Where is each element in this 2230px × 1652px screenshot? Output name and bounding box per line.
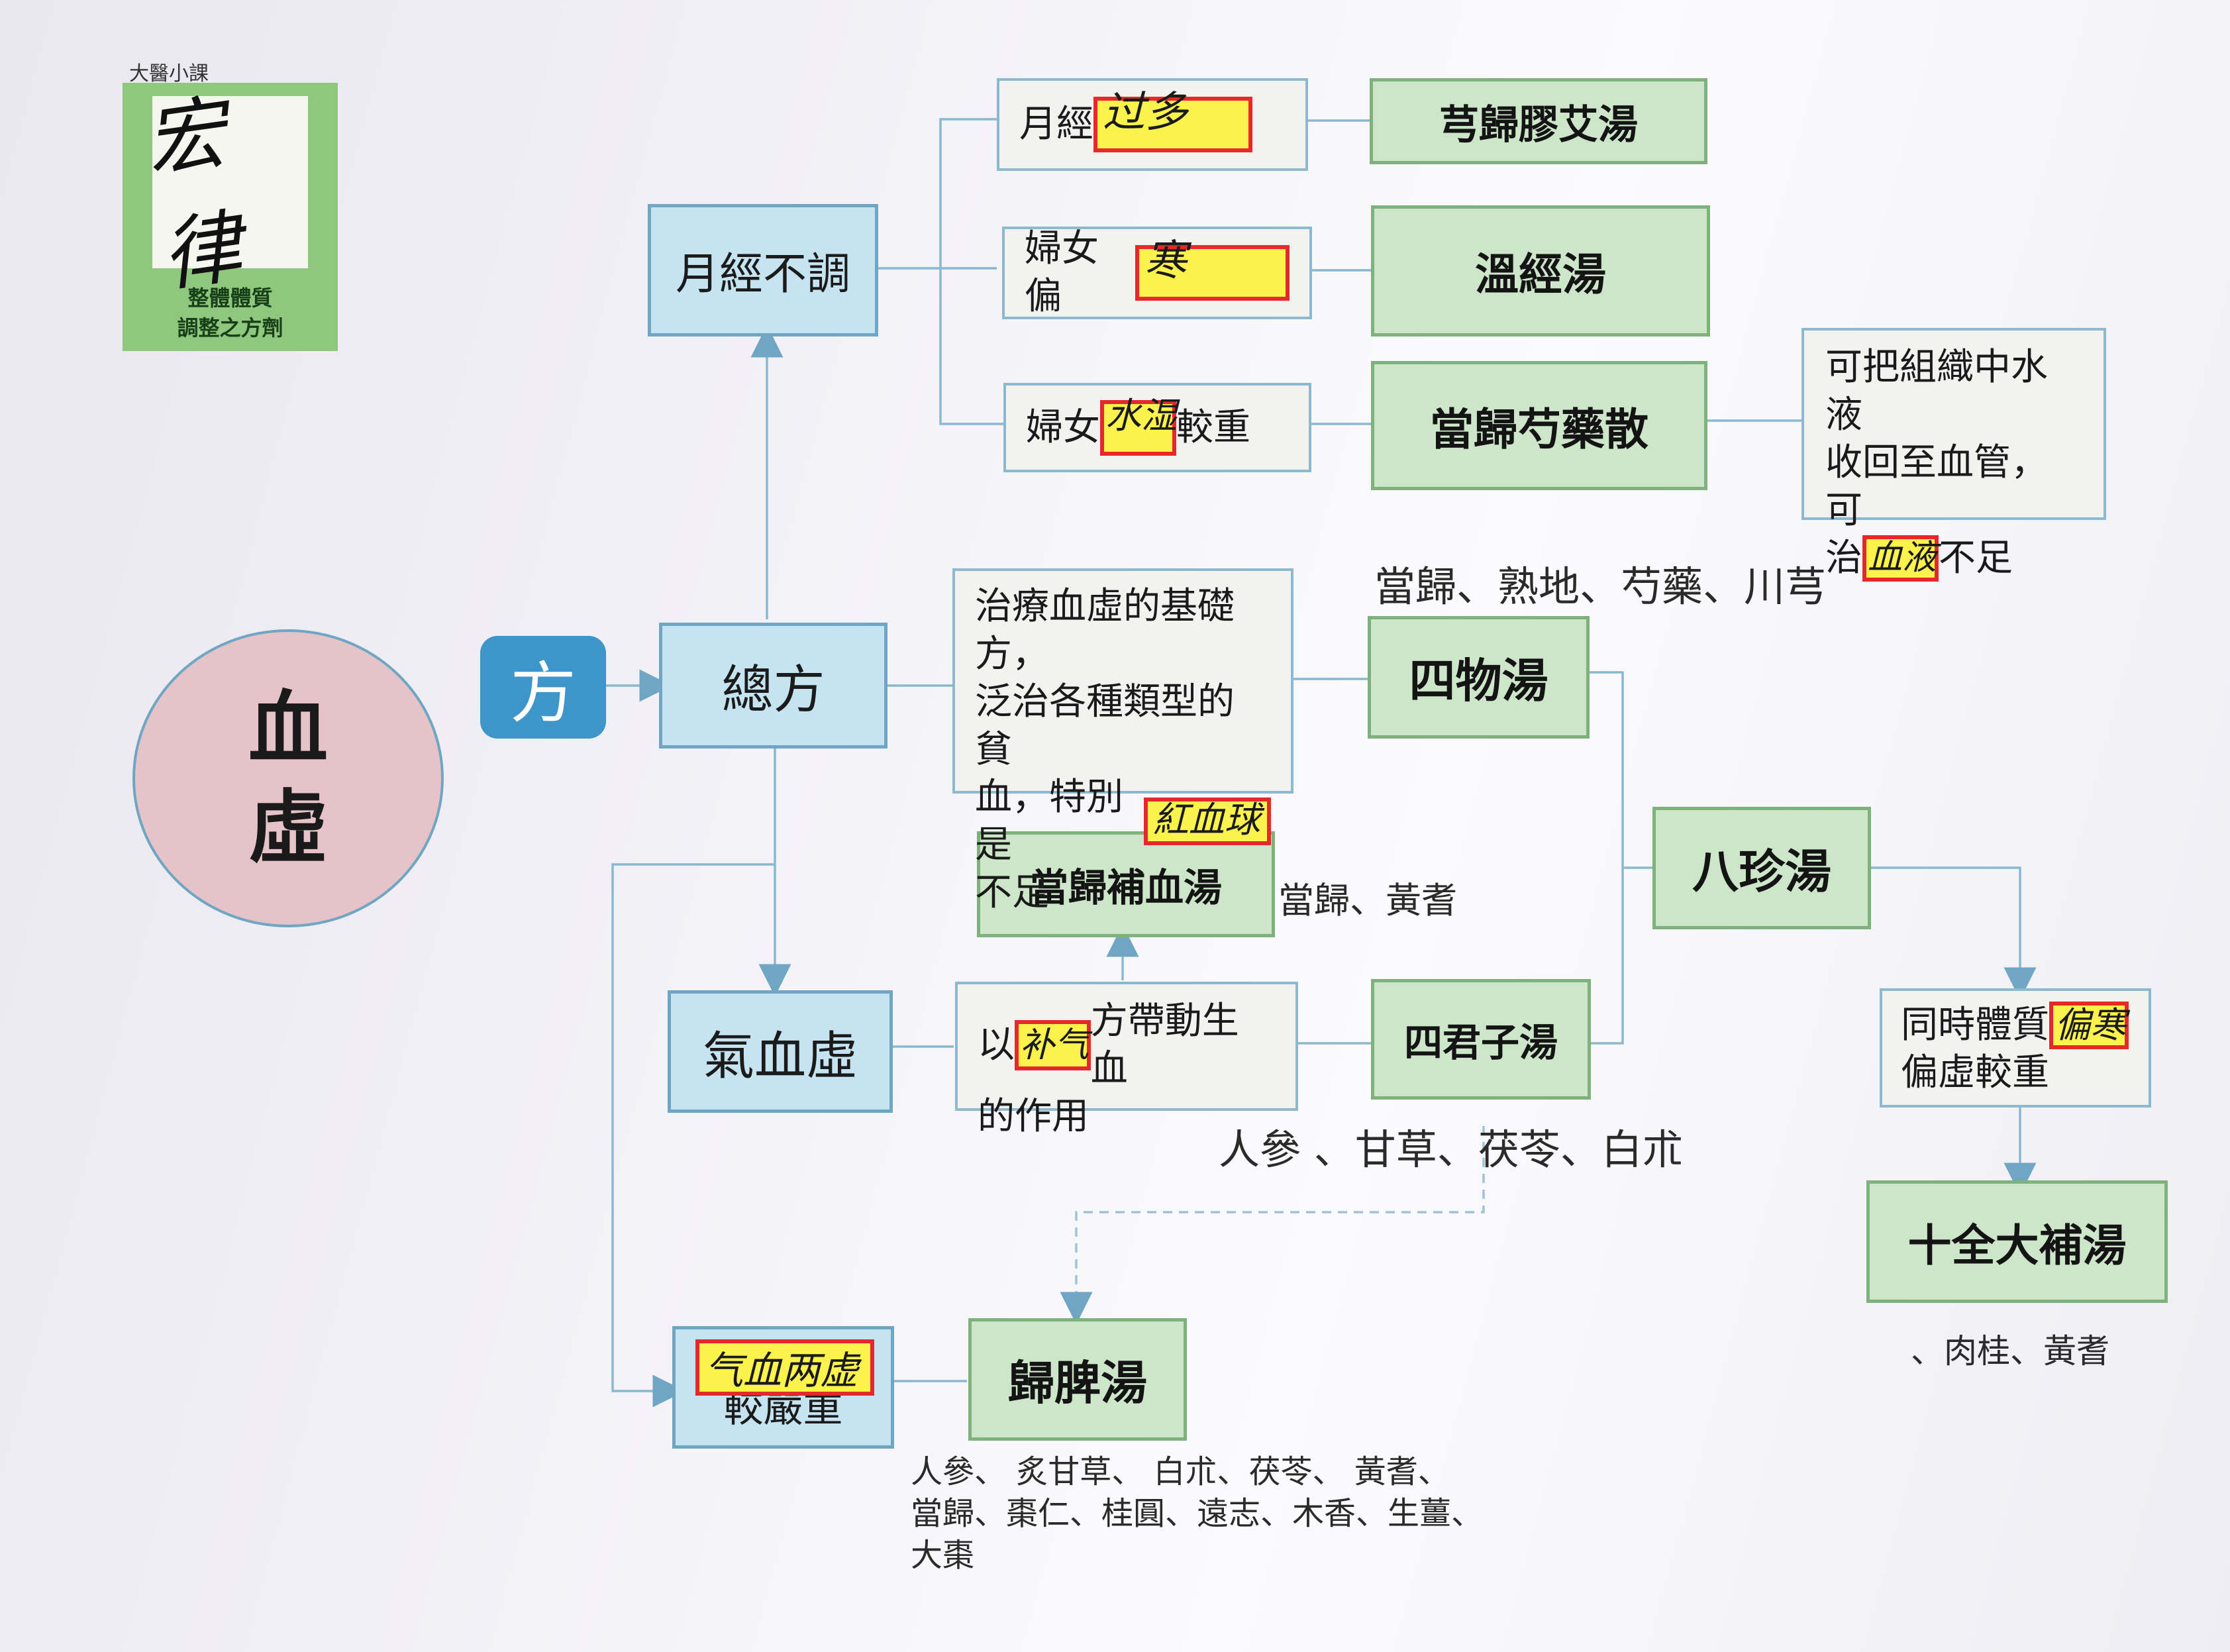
- tonic-line-2: 偏虛較重: [1901, 1051, 2049, 1094]
- tissue-line-3-prefix: 治: [1825, 537, 1862, 580]
- logo-top-text: 大醫小課: [129, 62, 209, 85]
- tonic-handwriting: 偏寒: [2054, 1004, 2126, 1046]
- ingredients-si-wu: 當歸、熟地、芍藥、川芎: [1374, 562, 1827, 611]
- note-tonic-condition: 同時體質 偏寒 偏虛較重: [1880, 988, 2151, 1108]
- siwu-highlight: 紅血球: [1143, 798, 1271, 845]
- buqi-highlight: 补气: [1015, 1020, 1091, 1070]
- logo-caption-2: 調整之方劑: [177, 315, 283, 340]
- fang-badge: 方: [480, 636, 606, 739]
- ingredients-shi-quan: 、肉桂、黃耆: [1911, 1332, 2109, 1370]
- logo-signature-frame: 宏律: [140, 87, 308, 303]
- buqi-prefix: 以: [978, 1023, 1015, 1066]
- circle-line-2: 虛: [248, 781, 328, 874]
- formula-shi-quan-da-bu: 十全大補湯: [1866, 1180, 2168, 1303]
- siwu-line-2: 泛治各種類型的貧: [975, 680, 1235, 771]
- tissue-highlight: 血液: [1862, 535, 1939, 582]
- tonic-highlight: 偏寒: [2049, 1002, 2129, 1049]
- formula-wen-jing: 溫經湯: [1371, 205, 1710, 336]
- shuishi-suffix: 較重: [1176, 405, 1250, 449]
- logo-caption-1: 整體體質: [187, 285, 273, 311]
- guoduo-handwriting: 过多: [1103, 88, 1188, 137]
- shuishi-prefix: 婦女: [1026, 405, 1100, 449]
- blood-deficiency-circle: 血 虛: [132, 629, 444, 927]
- siwu-line-1: 治療血虛的基礎方，: [975, 585, 1235, 676]
- note-shuishi: 婦女 水湿 較重: [1003, 383, 1311, 472]
- shuishi-highlight: 水湿: [1100, 395, 1177, 456]
- formula-ba-zhen: 八珍湯: [1652, 807, 1871, 929]
- ingredients-dang-gui-bu-xue: 當歸、黃耆: [1278, 880, 1457, 921]
- guoduo-highlight: 过多: [1093, 89, 1252, 152]
- pianhan-prefix: 婦女偏: [1025, 227, 1099, 318]
- logo-badge: 宏律 整體體質 調整之方劑: [123, 83, 338, 351]
- formula-dang-gui-bu-xue: 當歸補血湯: [977, 831, 1275, 937]
- formula-dang-gui-shao-yao: 當歸芍藥散: [1371, 361, 1707, 490]
- formula-si-wu: 四物湯: [1368, 616, 1590, 739]
- ingredients-gui-pi-3: 大棗: [911, 1537, 975, 1574]
- guoduo-prefix: 月經: [1019, 103, 1093, 146]
- node-zongfang: 總方: [659, 623, 887, 749]
- buqi-handwriting: 补气: [1020, 1025, 1090, 1065]
- logo-signature: 宏律: [139, 87, 248, 303]
- siwu-line-3-prefix: 血，特別是: [975, 776, 1123, 866]
- node-yuejing-butiao: 月經不調: [648, 204, 878, 336]
- tissue-line-2: 收回至血管，可: [1825, 441, 2048, 532]
- note-buqi: 以 补气 方帶動生血 的作用: [955, 982, 1298, 1138]
- severe-highlight: 气血两虚: [695, 1339, 874, 1396]
- note-pianhan: 婦女偏 寒: [1002, 227, 1312, 319]
- siwu-handwriting: 紅血球: [1152, 799, 1260, 841]
- severe-handwriting: 气血两虚: [705, 1348, 859, 1393]
- pianhan-handwriting: 寒: [1144, 236, 1187, 285]
- circle-line-1: 血: [248, 682, 328, 775]
- buqi-suffix: 方帶動生血: [1090, 1000, 1239, 1090]
- formula-xiong-gui-jiao-ai: 芎歸膠艾湯: [1370, 78, 1707, 164]
- tonic-prefix: 同時體質: [1901, 1004, 2049, 1047]
- siwu-line-4: 不足: [975, 871, 1049, 914]
- tissue-line-1: 可把組織中水液: [1825, 346, 2048, 437]
- formula-gui-pi: 歸脾湯: [968, 1318, 1187, 1441]
- node-severe: 气血两虚 較嚴重: [672, 1326, 894, 1449]
- tissue-line-3-suffix: 不足: [1939, 537, 2013, 580]
- node-qixue-xu: 氣血虛: [668, 990, 893, 1113]
- ingredients-gui-pi-2: 當歸、棗仁、桂圓、遠志、木香、生薑、: [911, 1495, 1484, 1532]
- buqi-line-2: 的作用: [978, 1095, 1089, 1138]
- shuishi-handwriting: 水湿: [1105, 394, 1177, 437]
- ingredients-gui-pi-1: 人參、 炙甘草、 白朮、茯苓、 黃耆、: [911, 1453, 1450, 1490]
- pianhan-highlight: 寒: [1135, 237, 1290, 301]
- formula-si-jun-zi: 四君子湯: [1371, 979, 1591, 1100]
- note-guoduo: 月經 过多: [997, 78, 1308, 171]
- tissue-handwriting: 血液: [1868, 538, 1937, 578]
- note-siwu-description: 治療血虛的基礎方， 泛治各種類型的貧 血，特別是 紅血球 不足: [952, 568, 1293, 914]
- note-tissue-fluid: 可把組織中水液 收回至血管，可 治 血液 不足: [1801, 328, 2106, 582]
- ingredients-si-jun-zi: 人參 、甘草、茯苓、白朮: [1219, 1125, 1684, 1174]
